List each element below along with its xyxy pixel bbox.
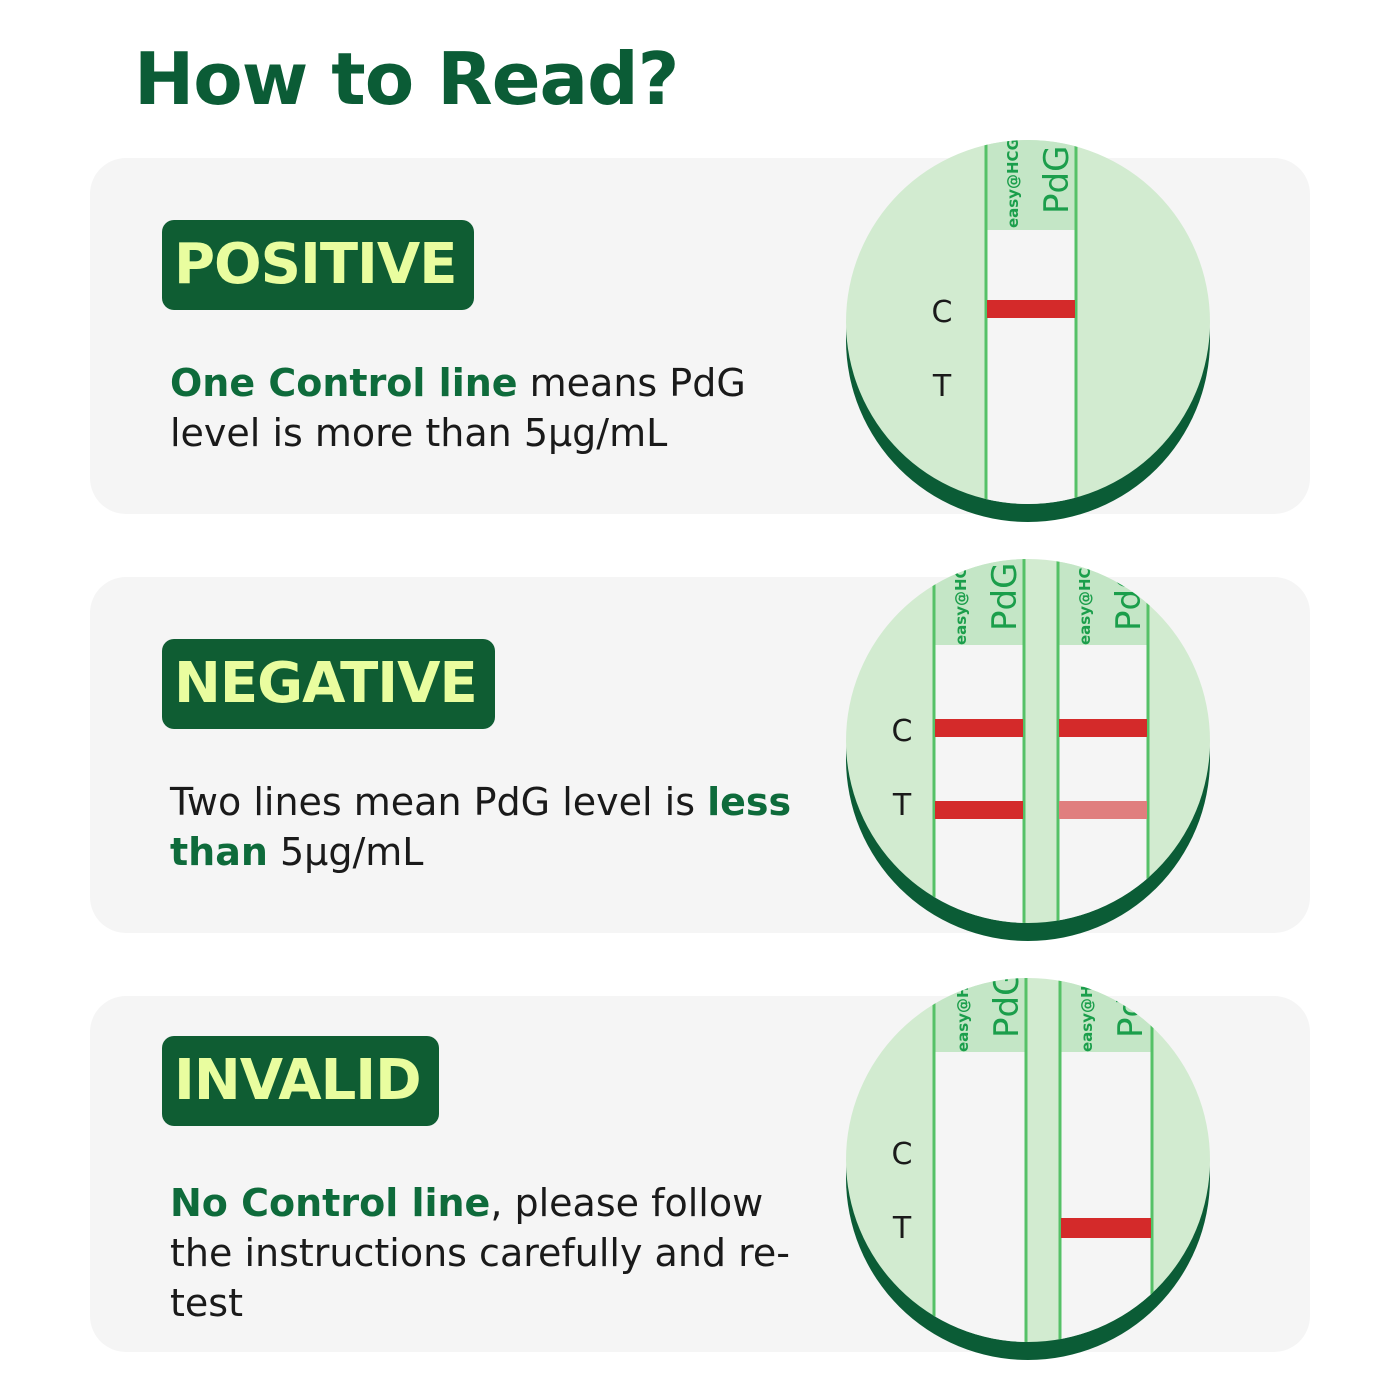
result-window (934, 1052, 1026, 1342)
strip-header (986, 140, 1076, 230)
test-strip-right: easy@HCG PdG (1056, 555, 1150, 923)
control-label: C (892, 1137, 913, 1172)
control-line (987, 300, 1075, 318)
strip-logo: easy@HCG (952, 555, 970, 645)
strip-logo: easy@HCG (1078, 962, 1096, 1052)
test-line (1061, 1218, 1151, 1238)
test-line (935, 801, 1023, 819)
strip-logo: easy@HCG (1076, 555, 1094, 645)
result-window (1058, 645, 1148, 923)
control-label: C (932, 295, 953, 330)
control-label: C (892, 714, 913, 749)
strip-label: PdG (985, 563, 1025, 631)
test-strip-right: easy@HCG PdG (1058, 962, 1154, 1342)
test-label: T (932, 369, 952, 404)
result-window (934, 645, 1024, 923)
negative-highlight: less than (170, 780, 792, 874)
test-line-faint (1059, 801, 1147, 819)
negative-badge: NEGATIVE (162, 639, 495, 729)
test-strip-left: easy@HCG PdG (932, 962, 1028, 1342)
strip-label: PdG (1111, 970, 1151, 1038)
strip-logo: easy@HCG (1004, 138, 1022, 228)
result-window (986, 230, 1076, 504)
negative-description: Two lines mean PdG level is less than 5μ… (170, 777, 810, 877)
negative-description-unit: 5μg/mL (267, 830, 424, 874)
test-label: T (892, 1211, 912, 1246)
positive-highlight: One Control line (170, 361, 518, 405)
strip-logo: easy@HCG (954, 962, 972, 1052)
invalid-badge: INVALID (162, 1036, 439, 1126)
strip-label: PdG (1109, 563, 1149, 631)
positive-card: POSITIVE One Control line means PdG leve… (90, 140, 1310, 522)
positive-badge: POSITIVE (162, 220, 475, 310)
test-strip: easy@HCG PdG (984, 138, 1078, 504)
invalid-test-magnifier: easy@HCG PdG easy@HCG PdG C T (846, 978, 1210, 1360)
negative-card: NEGATIVE Two lines mean PdG level is les… (90, 559, 1310, 941)
negative-description-text: Two lines mean PdG level is (170, 780, 708, 824)
negative-test-magnifier: easy@HCG PdG easy@HCG PdG C T (846, 559, 1210, 941)
strip-header (1060, 978, 1152, 1052)
control-line (935, 719, 1023, 737)
invalid-description-text: , please follow the instructions careful… (170, 1181, 790, 1325)
invalid-card: INVALID No Control line, please follow t… (90, 978, 1310, 1360)
strip-label: PdG (987, 970, 1027, 1038)
positive-description-text: means PdG level is more than 5μg/mL (170, 361, 746, 455)
positive-test-magnifier: easy@HCG PdG C T (846, 140, 1210, 522)
result-window (1060, 1052, 1152, 1342)
invalid-highlight: No Control line (170, 1181, 491, 1225)
strip-label: PdG (1037, 146, 1077, 214)
positive-description: One Control line means PdG level is more… (170, 358, 810, 458)
test-strip-left: easy@HCG PdG (932, 555, 1026, 923)
page-title: How to Read? (134, 37, 679, 121)
test-label: T (892, 788, 912, 823)
control-line (1059, 719, 1147, 737)
invalid-description: No Control line, please follow the instr… (170, 1178, 810, 1328)
